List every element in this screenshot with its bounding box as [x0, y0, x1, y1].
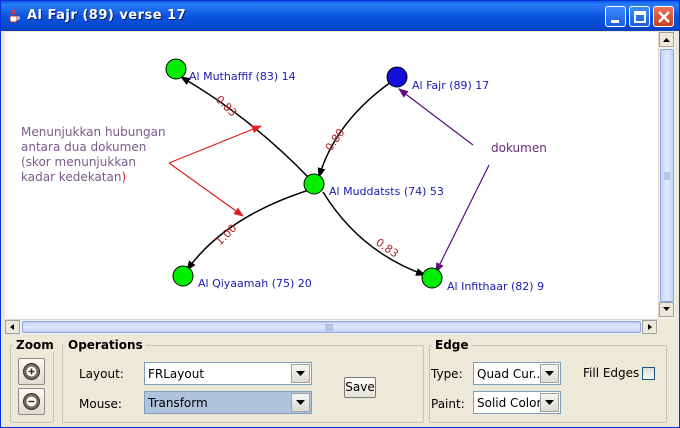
arrow-left-icon: [10, 324, 14, 330]
fill-edges-checkbox[interactable]: [642, 367, 655, 380]
layout-select-value: FRLayout: [148, 367, 205, 381]
chevron-down-icon: [296, 371, 305, 376]
node-label-infithaar: Al Infithaar (82) 9: [447, 280, 544, 293]
annotation-left-line1: Menunjukkan hubungan: [21, 125, 166, 139]
edge-weight-muthaffif: 0.83: [213, 93, 240, 120]
maximize-button[interactable]: [629, 6, 650, 27]
annotation-left-line3: (skor menunjukkan: [21, 155, 136, 169]
zoom-panel-title: Zoom: [13, 338, 57, 352]
chevron-down-icon: [545, 371, 554, 376]
horizontal-scrollbar[interactable]: [5, 319, 658, 334]
title-bar[interactable]: Al Fajr (89) verse 17: [1, 1, 679, 31]
node-muthaffif[interactable]: [165, 58, 187, 80]
scroll-right-button[interactable]: [642, 320, 657, 334]
close-icon: [658, 11, 670, 23]
scroll-down-button[interactable]: [659, 302, 674, 317]
arrow-up-icon: [663, 38, 670, 42]
minimize-button[interactable]: [605, 6, 626, 27]
operations-panel: Operations Layout: FRLayout Mouse: Trans…: [62, 338, 424, 423]
edge-muddatsts-qiyaamah[interactable]: [186, 189, 310, 271]
node-label-muthaffif: Al Muthaffif (83) 14: [189, 70, 296, 83]
edge-type-dropdown-button[interactable]: [540, 364, 559, 383]
close-button[interactable]: [653, 6, 674, 27]
node-muddatsts[interactable]: [303, 173, 325, 195]
edge-weight-qiyaamah: 1.00: [213, 222, 240, 249]
annotation-arrow-down: [168, 162, 244, 217]
annotation-arrow-up: [168, 125, 262, 164]
zoom-in-button[interactable]: [18, 358, 45, 385]
scroll-up-button[interactable]: [659, 32, 674, 47]
edge-paint-value: Solid Color: [477, 396, 541, 410]
minus-icon: [23, 393, 40, 410]
edge-muddatsts-infithaar[interactable]: [322, 191, 426, 276]
minimize-icon: [611, 20, 619, 23]
layout-dropdown-button[interactable]: [291, 364, 310, 383]
edge-panel-title: Edge: [432, 338, 472, 352]
node-label-qiyaamah: Al Qiyaamah (75) 20: [198, 277, 312, 290]
annotation-left-line4: kadar kedekatan): [21, 170, 126, 184]
edge-paint-dropdown-button[interactable]: [540, 393, 559, 412]
annotation-left-line2: antara dua dokumen: [21, 140, 146, 154]
node-infithaar[interactable]: [421, 267, 443, 289]
vertical-scrollbar[interactable]: [658, 32, 675, 319]
plus-icon: [23, 363, 40, 380]
edge-type-select[interactable]: Quad Cur...: [473, 362, 561, 385]
arrow-right-icon: [648, 324, 652, 330]
edge-weight-fajr: 0.80: [323, 126, 348, 154]
horizontal-scroll-thumb[interactable]: [22, 321, 641, 333]
grip-icon: [325, 324, 333, 331]
layout-label: Layout:: [79, 367, 124, 381]
zoom-out-button[interactable]: [18, 388, 45, 415]
node-fajr[interactable]: [386, 66, 408, 88]
mouse-select[interactable]: Transform: [144, 391, 312, 414]
java-cup-icon: [7, 9, 21, 23]
zoom-panel: Zoom: [10, 338, 57, 423]
annotation-left-line4-paren: ): [121, 170, 126, 184]
edge-muddatsts-muthaffif[interactable]: [180, 76, 310, 179]
annotation-arrow-infithaar: [435, 164, 490, 273]
edge-paint-label: Paint:: [431, 397, 465, 411]
graph-canvas[interactable]: Al Muthaffif (83) 14 Al Fajr (89) 17 Al …: [5, 32, 658, 319]
edge-paint-select[interactable]: Solid Color: [473, 391, 561, 414]
chevron-down-icon: [296, 400, 305, 405]
node-label-muddatsts: Al Muddatsts (74) 53: [329, 185, 444, 198]
window-title: Al Fajr (89) verse 17: [27, 8, 187, 23]
maximize-icon: [634, 11, 646, 23]
layout-select[interactable]: FRLayout: [144, 362, 312, 385]
save-button[interactable]: Save: [344, 377, 376, 398]
annotation-arrow-fajr: [398, 88, 474, 146]
mouse-select-value: Transform: [148, 396, 208, 410]
fill-edges-label: Fill Edges: [583, 366, 640, 380]
mouse-label: Mouse:: [79, 397, 122, 411]
edge-type-label: Type:: [431, 367, 463, 381]
operations-panel-title: Operations: [65, 338, 146, 352]
annotation-left-line4-text: kadar kedekatan: [21, 170, 121, 184]
annotation-right: dokumen: [491, 141, 547, 155]
vertical-scroll-thumb[interactable]: [660, 49, 674, 302]
edge-fajr-muddatsts[interactable]: [317, 81, 392, 178]
edge-panel: Edge Type: Quad Cur... Paint: Solid Colo…: [429, 338, 667, 423]
scroll-left-button[interactable]: [5, 320, 20, 334]
arrow-down-icon: [663, 307, 670, 311]
node-qiyaamah[interactable]: [172, 265, 194, 287]
edge-type-value: Quad Cur...: [477, 367, 539, 381]
chevron-down-icon: [545, 400, 554, 405]
mouse-dropdown-button[interactable]: [291, 393, 310, 412]
grip-icon: [664, 172, 670, 180]
node-label-fajr: Al Fajr (89) 17: [412, 79, 489, 92]
